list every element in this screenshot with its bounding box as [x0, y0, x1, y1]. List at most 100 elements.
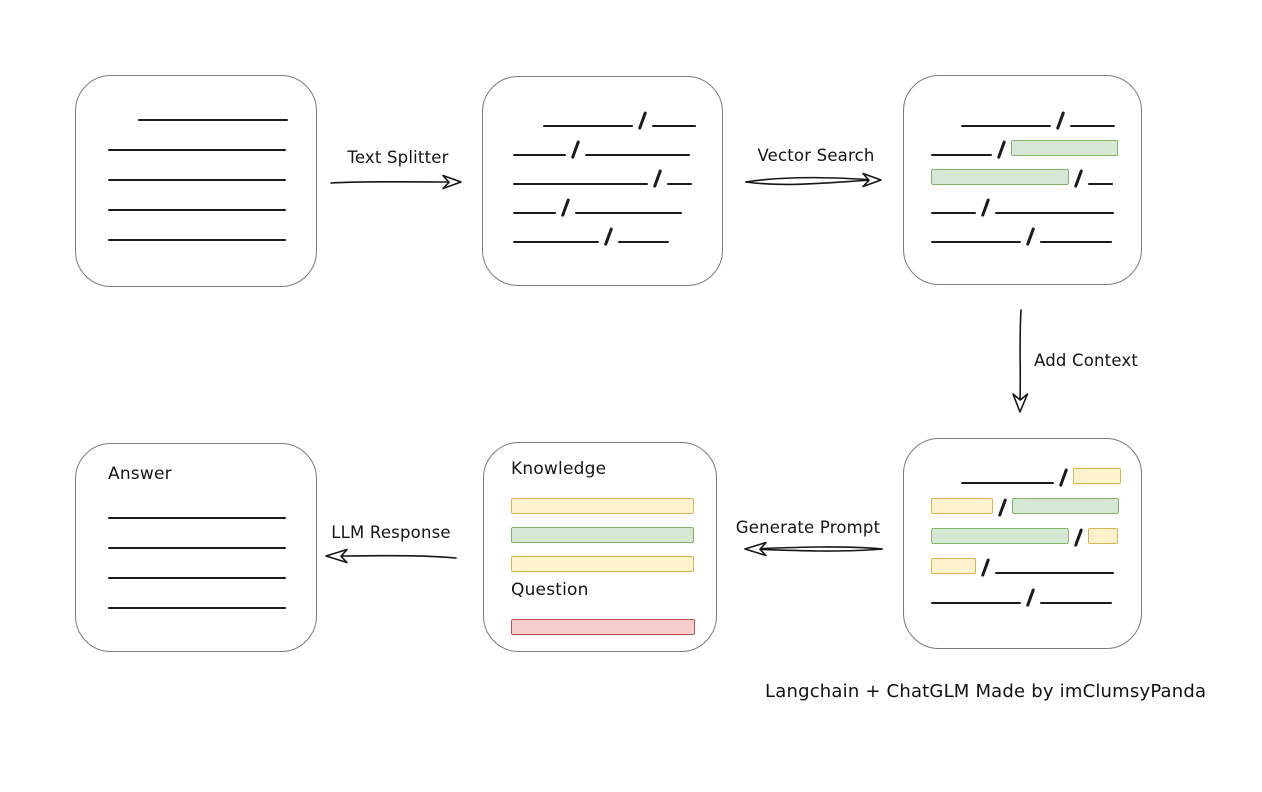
text-line: [108, 149, 286, 151]
indent-gap: [931, 126, 961, 127]
chunk-lines: [483, 77, 722, 246]
text-line: [108, 239, 286, 241]
question-heading: Question: [511, 580, 589, 600]
content-row: [931, 574, 1141, 607]
content-row: [108, 151, 316, 181]
content-row: [108, 519, 316, 549]
vector-search-arrow: [745, 172, 882, 188]
text-line: [931, 154, 992, 156]
content-row: [931, 214, 1141, 246]
highlight-chip-green: [1010, 140, 1118, 156]
context-chunk-lines: [904, 439, 1141, 607]
text-line: [1069, 125, 1115, 127]
text-splitter-label: Text Splitter: [347, 148, 449, 167]
highlight-chip-green: [511, 527, 694, 543]
text-line: [543, 125, 633, 127]
content-row: [513, 156, 722, 188]
content-row: [931, 484, 1141, 517]
indent-gap: [513, 126, 543, 127]
context-chunks-box: [903, 438, 1142, 649]
highlight-chip-red: [511, 619, 695, 635]
content-row: [511, 485, 716, 514]
content-row: [108, 489, 316, 519]
content-row: [931, 127, 1141, 159]
text-line: [994, 212, 1114, 214]
content-row: [931, 544, 1141, 577]
content-row: [511, 543, 716, 572]
text-line: [931, 212, 976, 214]
credit-caption: Langchain + ChatGLM Made by imClumsyPand…: [765, 681, 1207, 702]
content-row: [513, 127, 722, 159]
content-row: [511, 514, 716, 543]
generate-prompt-arrow: [744, 541, 883, 557]
highlight-chip-green: [931, 528, 1069, 544]
content-row: [931, 185, 1141, 217]
highlight-chip-yellow: [511, 498, 694, 514]
text-line: [108, 607, 286, 609]
content-row: [513, 98, 722, 130]
knowledge-bars: [511, 485, 716, 572]
text-line: [513, 183, 648, 185]
text-line: [961, 125, 1051, 127]
document-lines: [76, 76, 316, 241]
content-row: [108, 121, 316, 151]
content-row: [108, 211, 316, 241]
content-row: [108, 579, 316, 609]
text-line: [108, 517, 286, 519]
text-splitter-arrow: [330, 174, 462, 190]
content-row: [931, 156, 1141, 188]
highlight-chip-green: [1011, 498, 1119, 514]
text-line: [617, 241, 669, 243]
llm-response-label: LLM Response: [331, 523, 451, 542]
text-line: [584, 154, 690, 156]
text-line: [961, 482, 1054, 484]
slash-divider: [1025, 227, 1035, 246]
text-line: [666, 183, 692, 185]
content-row: [931, 514, 1141, 547]
add-context-arrow: [1012, 309, 1029, 413]
content-row: [513, 214, 722, 246]
text-line: [513, 241, 599, 243]
highlight-chip-yellow: [931, 498, 993, 514]
text-line: [931, 241, 1021, 243]
highlight-chip-yellow: [931, 558, 976, 574]
text-line: [108, 179, 286, 181]
content-row: [931, 98, 1141, 130]
content-row: [108, 181, 316, 211]
answer-heading: Answer: [108, 464, 172, 484]
prompt-box: Knowledge Question: [483, 442, 717, 652]
split-chunks-box: [482, 76, 723, 286]
answer-lines: [108, 489, 316, 609]
content-row: [108, 549, 316, 579]
content-row: [931, 454, 1141, 487]
matched-chunk-lines: [904, 76, 1141, 246]
text-line: [108, 577, 286, 579]
highlight-chip-yellow: [511, 556, 694, 572]
text-line: [1087, 183, 1113, 185]
highlight-chip-green: [931, 169, 1069, 185]
highlight-chip-yellow: [1087, 528, 1118, 544]
content-row: [513, 185, 722, 217]
text-line: [1039, 602, 1112, 604]
text-line: [574, 212, 682, 214]
text-line: [138, 119, 288, 121]
text-line: [931, 602, 1021, 604]
indent-gap: [931, 483, 961, 484]
text-line: [108, 547, 286, 549]
text-line: [513, 212, 556, 214]
add-context-label: Add Context: [1034, 351, 1139, 370]
highlight-chip-yellow: [1072, 468, 1121, 484]
content-row: [108, 91, 316, 121]
text-line: [513, 154, 566, 156]
slash-divider: [603, 227, 613, 246]
question-bar: [511, 606, 716, 635]
text-line: [994, 572, 1114, 574]
generate-prompt-label: Generate Prompt: [735, 518, 881, 537]
text-line: [651, 125, 696, 127]
knowledge-heading: Knowledge: [511, 459, 607, 479]
indent-gap: [108, 120, 138, 121]
vector-matched-chunks-box: [903, 75, 1142, 285]
content-row: [511, 606, 716, 635]
vector-search-label: Vector Search: [757, 146, 875, 165]
